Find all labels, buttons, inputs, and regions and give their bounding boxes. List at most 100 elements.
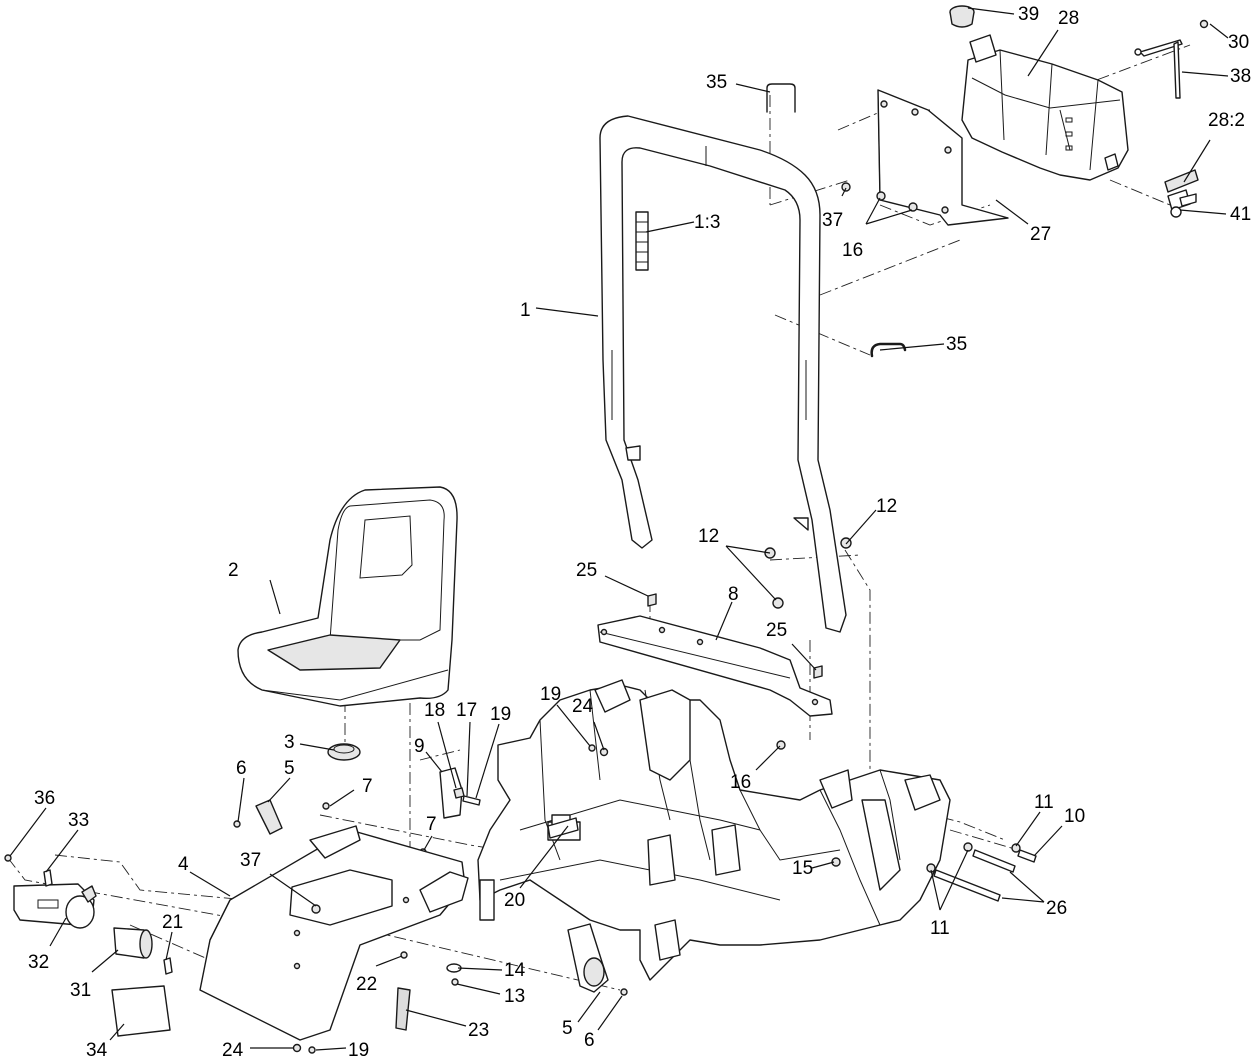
callout-37-lower: 37 xyxy=(240,850,261,871)
callout-24-frame: 24 xyxy=(572,696,594,717)
bolt-25-b xyxy=(813,665,823,679)
callout-24-bottom: 24 xyxy=(222,1040,244,1061)
bolt-13 xyxy=(451,978,459,986)
plate-20 xyxy=(547,817,579,839)
main-frame xyxy=(477,679,951,981)
u-clip-upper xyxy=(766,83,796,113)
decal-28-2 xyxy=(1164,169,1199,193)
bolt-25-a xyxy=(647,593,657,607)
callout-10: 10 xyxy=(1064,806,1085,827)
callout-9: 9 xyxy=(414,736,425,757)
callout-7-lower: 7 xyxy=(426,814,437,835)
callout-18: 18 xyxy=(424,700,445,721)
callout-25-right: 25 xyxy=(766,620,787,641)
screw-36 xyxy=(4,854,12,862)
bolt-19-bottom xyxy=(308,1046,316,1054)
callout-1-3: 1:3 xyxy=(694,212,720,233)
fuel-cap xyxy=(949,5,975,28)
callout-31: 31 xyxy=(70,980,91,1001)
callout-28: 28 xyxy=(1058,8,1079,29)
tank-bracket xyxy=(877,89,1009,226)
decal-34 xyxy=(111,985,171,1037)
callout-labels: 39 28 30 38 35 1:3 28:2 41 37 16 27 35 1… xyxy=(28,4,1251,1061)
callout-17: 17 xyxy=(456,700,477,721)
fuel-tank xyxy=(961,34,1129,181)
rod-23 xyxy=(395,987,411,1031)
callout-7-upper: 7 xyxy=(362,776,373,797)
pin-21 xyxy=(163,957,173,975)
pin-18 xyxy=(453,787,465,799)
can-holder xyxy=(13,883,97,929)
nut-37-upper xyxy=(841,182,851,192)
callout-20: 20 xyxy=(504,890,525,911)
callout-39: 39 xyxy=(1018,4,1039,25)
callout-33: 33 xyxy=(68,810,89,831)
nut-30 xyxy=(1199,19,1209,29)
nut-24-bottom xyxy=(292,1043,302,1053)
callout-12-right: 12 xyxy=(876,496,897,517)
callout-26: 26 xyxy=(1046,898,1067,919)
callout-38: 38 xyxy=(1230,66,1251,87)
callout-22: 22 xyxy=(356,974,377,995)
callout-28-2: 28:2 xyxy=(1208,110,1245,131)
callout-23: 23 xyxy=(468,1020,489,1041)
callout-36: 36 xyxy=(34,788,55,809)
callout-12-left: 12 xyxy=(698,526,719,547)
callout-19-bottom: 19 xyxy=(348,1040,369,1061)
bolt-19-frame xyxy=(588,744,596,752)
roll-bar xyxy=(599,115,847,633)
bolt-10 xyxy=(1017,849,1037,863)
leader-lines xyxy=(9,7,1229,1051)
bushing-12-b xyxy=(772,597,784,609)
nut-7-upper xyxy=(322,802,330,810)
pin-17 xyxy=(462,795,481,806)
bolt-26-b xyxy=(933,869,1001,902)
nut-16-b xyxy=(908,202,918,212)
seat-latch xyxy=(439,767,463,819)
callout-30: 30 xyxy=(1228,32,1249,53)
callout-32: 32 xyxy=(28,952,49,973)
seat-plate xyxy=(199,825,469,1041)
callout-16-lower: 16 xyxy=(730,772,751,793)
callout-37-upper: 37 xyxy=(822,210,843,231)
callout-25-left: 25 xyxy=(576,560,597,581)
cup-insert xyxy=(113,927,153,959)
clip-33 xyxy=(43,869,53,887)
callout-11-upper: 11 xyxy=(1034,792,1054,813)
callout-11-lower: 11 xyxy=(930,918,950,939)
callout-27: 27 xyxy=(1030,224,1051,245)
bolt-6-lower xyxy=(620,988,628,996)
callout-35-upper: 35 xyxy=(706,72,727,93)
callout-8: 8 xyxy=(728,584,739,605)
callout-19-frame: 19 xyxy=(540,684,561,705)
fuel-valve xyxy=(1167,189,1197,218)
bolt-6-upper xyxy=(233,820,241,828)
callout-1: 1 xyxy=(520,300,531,321)
callout-4: 4 xyxy=(178,854,189,875)
callout-21: 21 xyxy=(162,912,183,933)
washer-11-b xyxy=(963,842,973,852)
callout-15: 15 xyxy=(792,858,813,879)
bolt-26-a xyxy=(972,849,1016,873)
cross-bracket xyxy=(597,615,833,717)
callout-19-latch: 19 xyxy=(490,704,511,725)
tank-strap xyxy=(1134,39,1183,99)
callout-5-lower: 5 xyxy=(562,1018,573,1039)
seat xyxy=(237,486,458,707)
buckle-lower xyxy=(567,923,609,993)
u-clip-lower xyxy=(870,342,907,358)
callout-14: 14 xyxy=(504,960,526,981)
bolt-22 xyxy=(400,951,408,959)
buckle-upper xyxy=(255,799,283,835)
callout-13: 13 xyxy=(504,986,525,1007)
callout-16-upper: 16 xyxy=(842,240,863,261)
callout-35-lower: 35 xyxy=(946,334,967,355)
callout-5-upper: 5 xyxy=(284,758,295,779)
callout-2: 2 xyxy=(228,560,239,581)
callout-6-lower: 6 xyxy=(584,1030,595,1051)
nut-16-a xyxy=(876,191,886,201)
callout-41: 41 xyxy=(1230,204,1251,225)
seat-spacer xyxy=(327,743,361,761)
callout-6-upper: 6 xyxy=(236,758,247,779)
